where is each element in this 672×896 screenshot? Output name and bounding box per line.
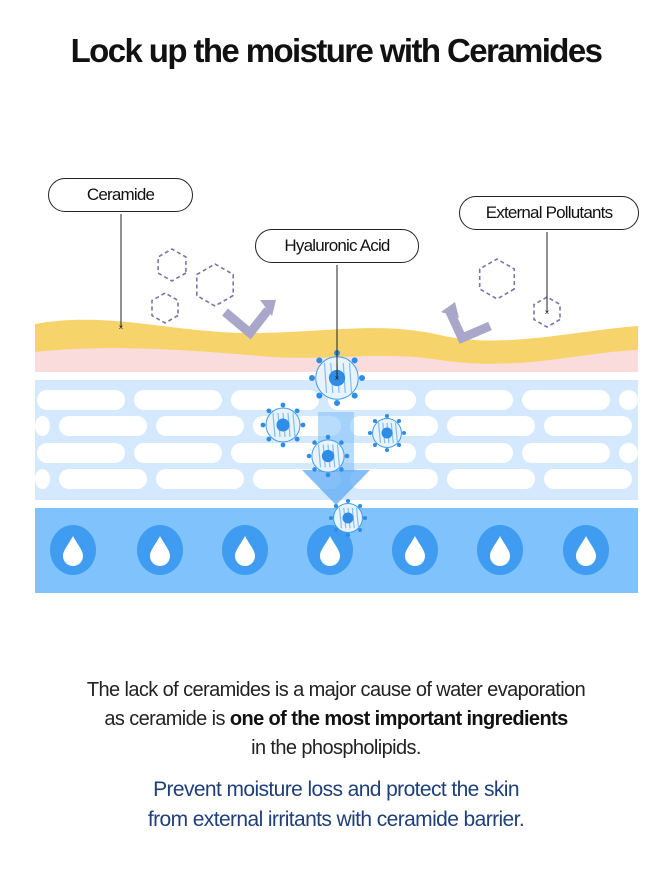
hyaluronic-molecule-icon: [367, 413, 407, 453]
highlight-text: Prevent moisture loss and protect the sk…: [0, 775, 672, 835]
arrow-head-left: [441, 302, 459, 318]
cell-brick: [35, 469, 50, 489]
highlight-line-2: from external irritants with ceramide ba…: [147, 808, 525, 831]
water-droplet-icon: [576, 536, 596, 566]
svg-text:×: ×: [545, 308, 550, 317]
pollutant-arrow-icon: [445, 310, 492, 344]
pollutant-hexagon-icon: [196, 263, 234, 307]
description-line-2-prefix: as ceramide is: [104, 708, 230, 730]
water-droplet-icon: [490, 536, 510, 566]
cell-brick: [134, 390, 222, 410]
cell-brick: [447, 416, 535, 436]
water-droplet-icon: [150, 536, 170, 566]
description-line-2-bold: one of the most important ingredients: [229, 708, 568, 730]
cell-brick: [425, 390, 513, 410]
cell-brick: [522, 443, 610, 463]
water-droplet-icon: [235, 536, 255, 566]
cell-brick: [350, 469, 438, 489]
cell-brick: [35, 416, 50, 436]
cell-brick: [522, 390, 610, 410]
highlight-line-1: Prevent moisture loss and protect the sk…: [153, 778, 519, 801]
water-droplet-icon: [63, 536, 83, 566]
cell-brick: [134, 443, 222, 463]
evaporation-arrow-icon: [222, 307, 272, 340]
water-droplet-icon: [320, 536, 340, 566]
ceramide-label: Ceramide: [48, 178, 193, 212]
cell-brick: [544, 469, 632, 489]
water-droplet-icon: [405, 536, 425, 566]
cell-brick: [59, 469, 147, 489]
cell-brick: [447, 469, 535, 489]
external-pollutants-label: External Pollutants: [459, 196, 639, 230]
description-line-2: as ceramide is one of the most important…: [0, 705, 672, 734]
cell-brick: [156, 416, 244, 436]
cell-brick: [59, 416, 147, 436]
hyaluronic-molecule-icon: [260, 402, 306, 448]
down-arrow-head: [302, 470, 370, 505]
pollutant-hexagon-icon: [478, 258, 516, 300]
pollutant-hexagon-icon: [533, 296, 561, 328]
description-line-1: The lack of ceramides is a major cause o…: [86, 679, 586, 701]
cell-brick: [231, 443, 319, 463]
description-line-3: in the phospholipids.: [251, 737, 421, 759]
cell-brick: [37, 443, 125, 463]
cell-brick: [156, 469, 244, 489]
cell-brick: [425, 443, 513, 463]
cell-brick: [37, 390, 125, 410]
hyaluronic-molecule-icon: [306, 434, 350, 478]
pollutant-hexagon-icon: [151, 292, 179, 324]
cell-brick: [231, 390, 319, 410]
page-title: Lock up the moisture with Ceramides: [70, 32, 603, 69]
pollutant-hexagon-icon: [157, 248, 187, 282]
svg-text:×: ×: [119, 323, 124, 332]
cell-brick: [544, 416, 632, 436]
svg-text:×: ×: [335, 374, 340, 383]
hyaluronic-molecule-icon: [328, 498, 368, 538]
arrow-head-right: [260, 300, 276, 316]
cell-brick: [619, 443, 638, 463]
description: The lack of ceramides is a major cause o…: [0, 676, 672, 763]
cell-brick: [619, 390, 638, 410]
hyaluronic-acid-label: Hyaluronic Acid: [255, 229, 419, 263]
